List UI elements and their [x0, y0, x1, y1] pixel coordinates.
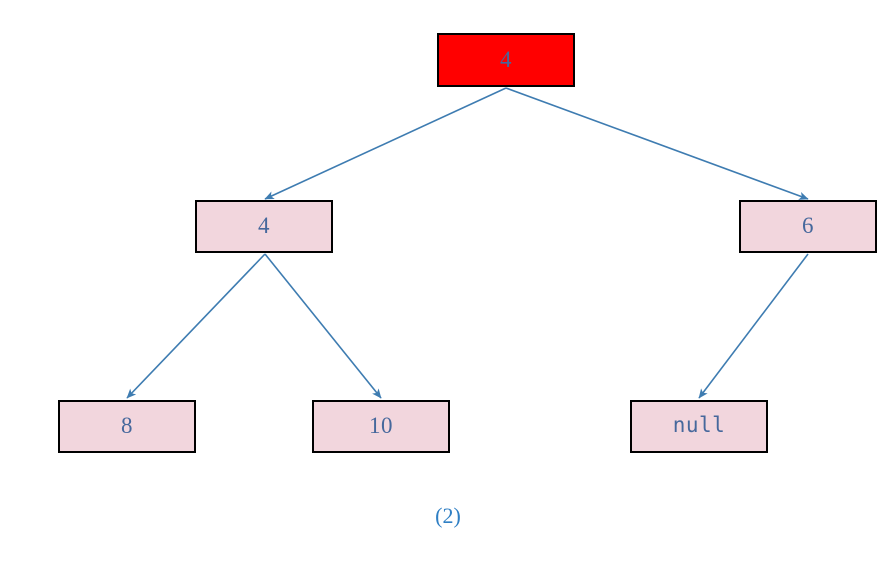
- tree-edge-root-to-left: [264, 87, 507, 200]
- tree-node-label: 10: [369, 413, 393, 438]
- tree-edge-right-to-right-left: [698, 253, 809, 399]
- tree-edge-left-to-left-right: [264, 253, 382, 399]
- tree-node-root[interactable]: 4: [437, 33, 575, 87]
- tree-edge-root-to-right: [505, 87, 809, 200]
- tree-node-left[interactable]: 4: [195, 200, 333, 253]
- tree-node-label: 8: [121, 413, 133, 438]
- tree-node-label: 4: [258, 213, 270, 238]
- tree-node-right-left[interactable]: null: [630, 400, 768, 453]
- tree-node-right[interactable]: 6: [739, 200, 877, 253]
- tree-node-left-left[interactable]: 8: [58, 400, 196, 453]
- figure-caption: (2): [435, 503, 461, 528]
- tree-node-label: 6: [802, 213, 814, 238]
- tree-edge-left-to-left-left: [126, 253, 266, 399]
- tree-node-left-right[interactable]: 10: [312, 400, 450, 453]
- tree-node-label: null: [672, 413, 726, 437]
- tree-node-label: 4: [500, 46, 512, 72]
